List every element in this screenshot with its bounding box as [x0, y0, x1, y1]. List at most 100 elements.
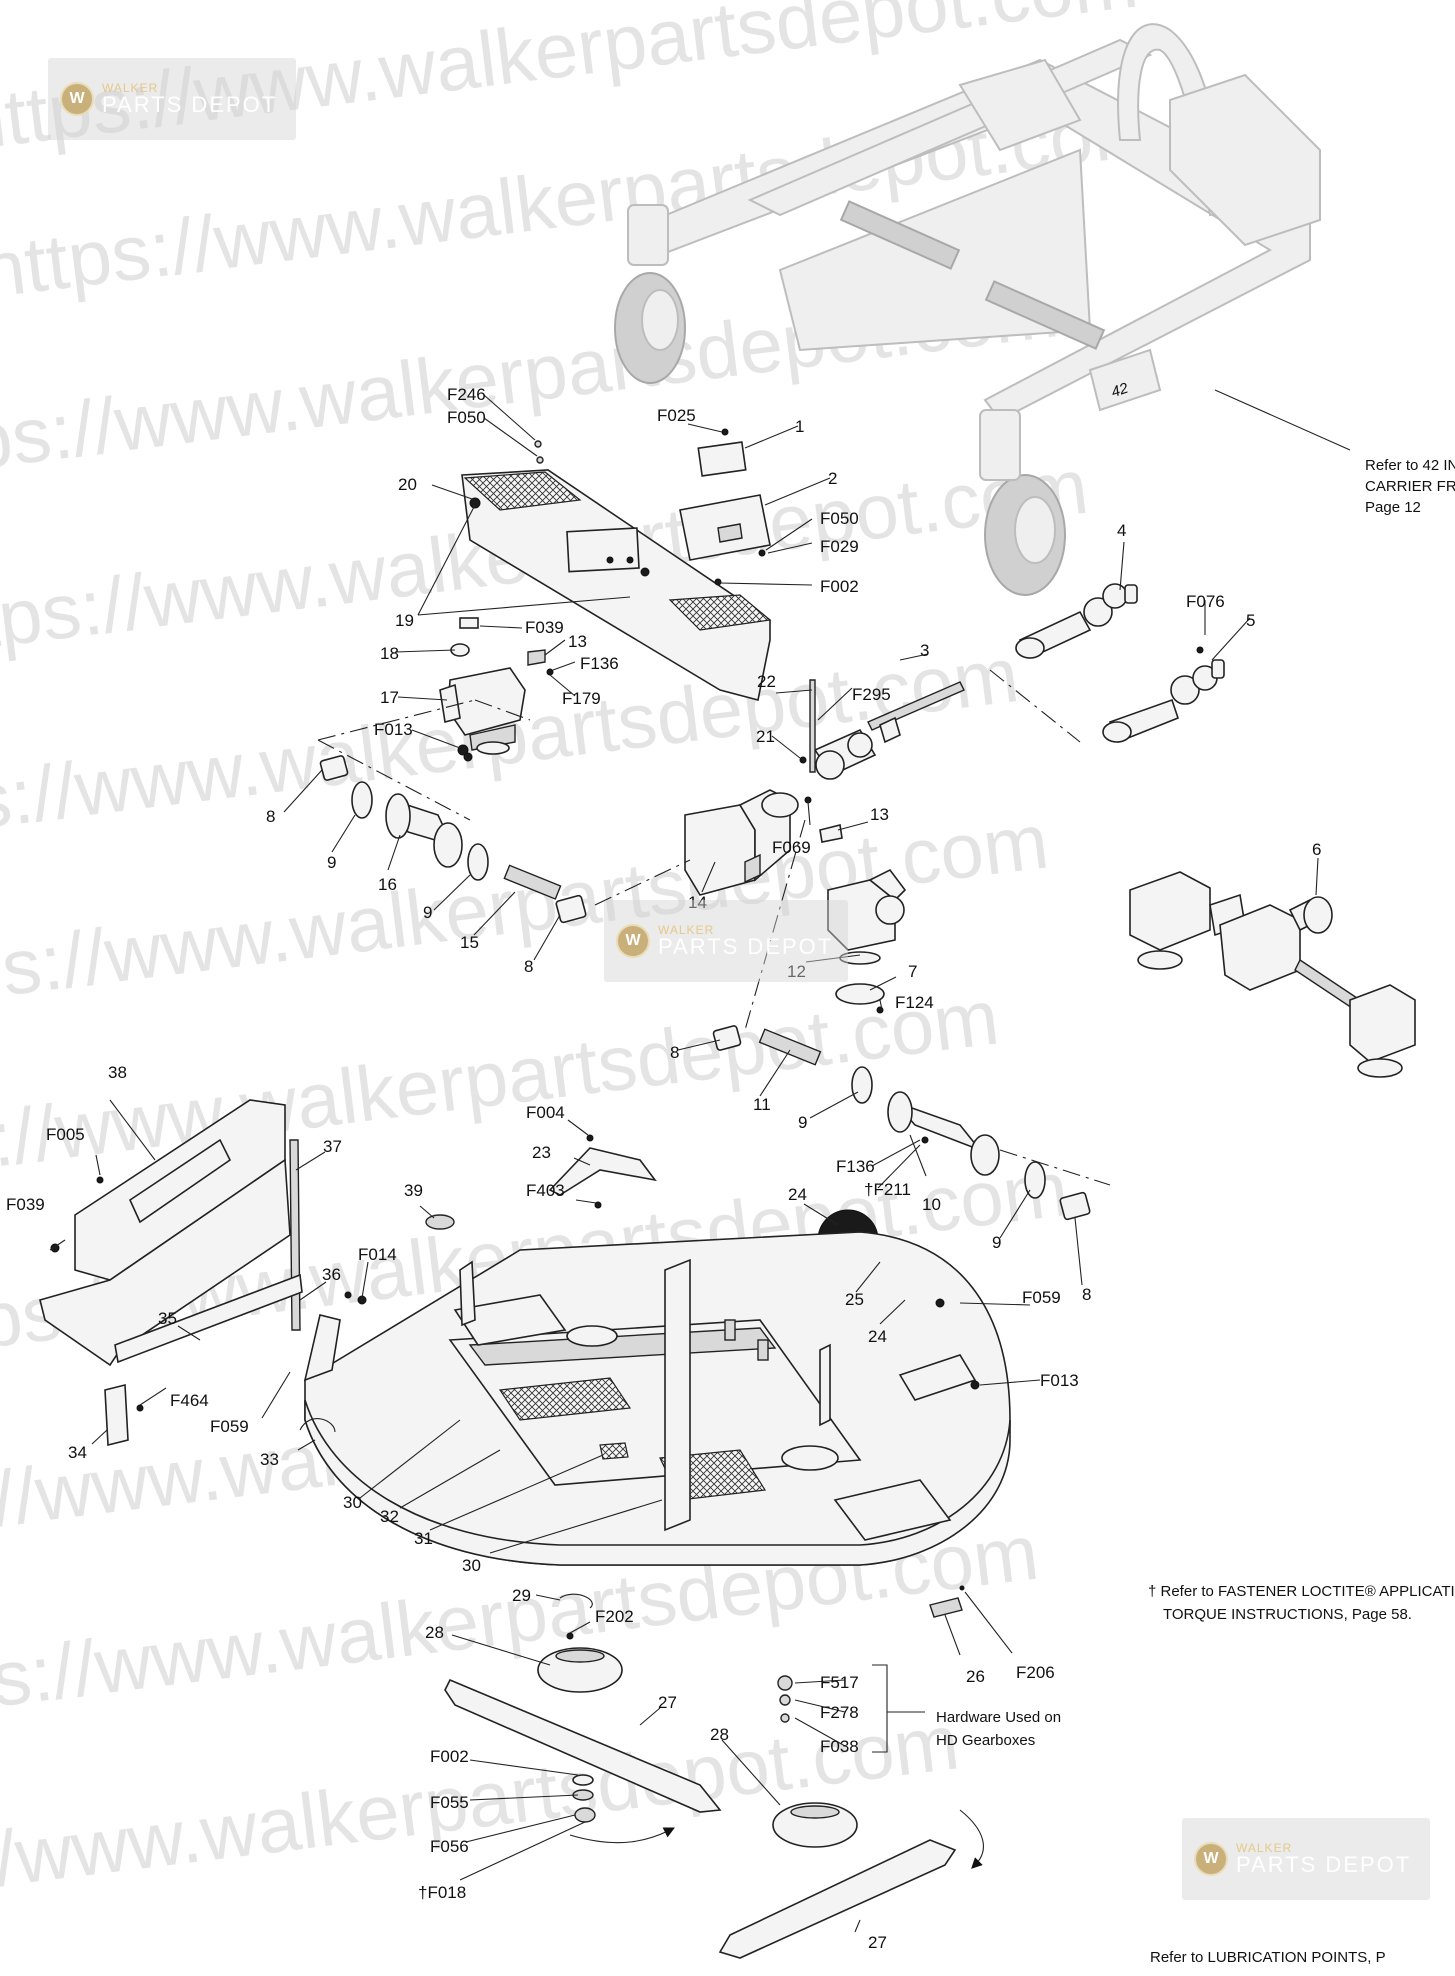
part-6-gearbox-assembly	[1129, 871, 1416, 1078]
watermark-logo-bottom-right: W WALKER PARTS DEPOT	[1182, 1818, 1430, 1900]
callout-F056: F056	[430, 1837, 469, 1856]
part-10-hub	[887, 1091, 1000, 1176]
callout-F076: F076	[1186, 592, 1225, 611]
part-9-disc-lower-b	[1024, 1161, 1046, 1199]
part-17-gearbox	[439, 667, 526, 756]
callout-F002b: F002	[430, 1747, 469, 1766]
logo-top-text: WALKER	[102, 81, 159, 95]
callout-F059a: F059	[210, 1417, 249, 1436]
callout-37: 37	[323, 1137, 342, 1156]
hd-hardware-note-line1: Hardware Used on	[936, 1709, 1061, 1726]
callout-19: 19	[395, 611, 414, 630]
callout-F013a: F013	[374, 720, 413, 739]
walker-logo-icon: W	[616, 924, 650, 958]
callout-F004: F004	[526, 1103, 565, 1122]
callout-28b: 28	[710, 1725, 729, 1744]
logo-top-text: WALKER	[1236, 1841, 1293, 1855]
logo-top-text: WALKER	[658, 923, 715, 937]
walker-logo-icon: W	[60, 82, 94, 116]
part-15-shaft	[503, 864, 562, 900]
callout-F018: †F018	[418, 1883, 466, 1902]
callout-25: 25	[845, 1290, 864, 1309]
callout-39: 39	[404, 1181, 423, 1200]
callout-16: 16	[378, 875, 397, 894]
part-8-coupler-right	[1059, 1191, 1091, 1221]
callout-8a: 8	[266, 807, 275, 826]
deck-size-badge: 42	[1109, 380, 1131, 402]
callout-F136b: F136	[836, 1157, 875, 1176]
callout-24a: 24	[788, 1185, 807, 1204]
callout-F039a: F039	[525, 618, 564, 637]
callout-36: 36	[322, 1265, 341, 1284]
loctite-note-line1: † Refer to FASTENER LOCTITE® APPLICATION	[1148, 1583, 1455, 1600]
callout-6: 6	[1312, 840, 1321, 859]
part-27-blade-right	[718, 1839, 957, 1959]
part-38-discharge-guard	[39, 1099, 291, 1367]
callout-24b: 24	[868, 1327, 887, 1346]
part-27-blade-left	[444, 1678, 722, 1813]
part-34-bracket	[104, 1383, 129, 1447]
callout-7: 7	[908, 962, 917, 981]
part-14-gearbox	[684, 789, 799, 896]
part-13-key-right	[819, 824, 843, 843]
callout-34: 34	[68, 1443, 87, 1462]
logo-bottom-text: PARTS DEPOT	[1236, 1852, 1412, 1877]
callout-F059b: F059	[1022, 1288, 1061, 1307]
callout-14: 14	[688, 893, 707, 912]
callout-27a: 27	[658, 1693, 677, 1712]
callout-8d: 8	[1082, 1285, 1091, 1304]
callout-13b: 13	[870, 805, 889, 824]
part-4-ujoint	[1015, 583, 1138, 660]
callout-11: 11	[753, 1095, 771, 1114]
callout-27b: 27	[868, 1933, 887, 1952]
carrier-frame-note-line1: Refer to 42 INCH	[1365, 457, 1455, 474]
part-23-bracket	[548, 1147, 657, 1196]
callout-9a: 9	[327, 853, 336, 872]
callout-F050b: F050	[820, 509, 859, 528]
callout-28a: 28	[425, 1623, 444, 1642]
part-9-disc-left-a	[351, 781, 373, 819]
callout-26: 26	[966, 1667, 985, 1686]
part-33-pin	[299, 1418, 336, 1433]
carrier-frame-note-line3: Page 12	[1365, 499, 1421, 516]
callout-F403: F403	[526, 1181, 565, 1200]
callout-38: 38	[108, 1063, 127, 1082]
callout-15: 15	[460, 933, 479, 952]
watermark-logo-top-left: W WALKER PARTS DEPOT	[48, 58, 296, 140]
callout-F014: F014	[358, 1245, 397, 1264]
callout-23: 23	[532, 1143, 551, 1162]
callout-1: 1	[795, 417, 804, 436]
part-16-hub	[385, 793, 463, 868]
part-26-decal	[929, 1597, 963, 1618]
part-8-coupler-mid	[555, 894, 587, 924]
callout-31: 31	[414, 1529, 433, 1548]
part-9-disc-lower-a	[851, 1066, 873, 1104]
part-29-pin	[559, 1593, 593, 1609]
part-5-ujoint	[1102, 659, 1225, 744]
callout-F295: F295	[852, 685, 891, 704]
callout-18: 18	[380, 644, 399, 663]
callout-2: 2	[828, 469, 837, 488]
callout-35: 35	[158, 1309, 177, 1328]
part-8-coupler-left	[319, 755, 349, 781]
callout-F038: F038	[820, 1737, 859, 1756]
callout-F517: F517	[820, 1673, 859, 1692]
callout-F206: F206	[1016, 1663, 1055, 1682]
callout-F029: F029	[820, 537, 859, 556]
callout-8c: 8	[670, 1043, 679, 1062]
part-39-washer	[425, 1214, 455, 1230]
callout-F013b: F013	[1040, 1371, 1079, 1390]
callout-F025: F025	[657, 406, 696, 425]
callout-17: 17	[380, 688, 399, 707]
carrier-frame: 42	[614, 23, 1321, 596]
callout-30b: 30	[462, 1556, 481, 1575]
callout-20: 20	[398, 475, 417, 494]
callout-F069: F069	[772, 838, 811, 857]
carrier-frame-note-line2: CARRIER FRAME,	[1365, 478, 1455, 495]
callout-30a: 30	[343, 1493, 362, 1512]
logo-bottom-text: PARTS DEPOT	[102, 92, 278, 117]
callout-13a: 13	[568, 632, 587, 651]
loctite-note-line2: TORQUE INSTRUCTIONS, Page 58.	[1163, 1606, 1412, 1623]
callout-5: 5	[1246, 611, 1255, 630]
